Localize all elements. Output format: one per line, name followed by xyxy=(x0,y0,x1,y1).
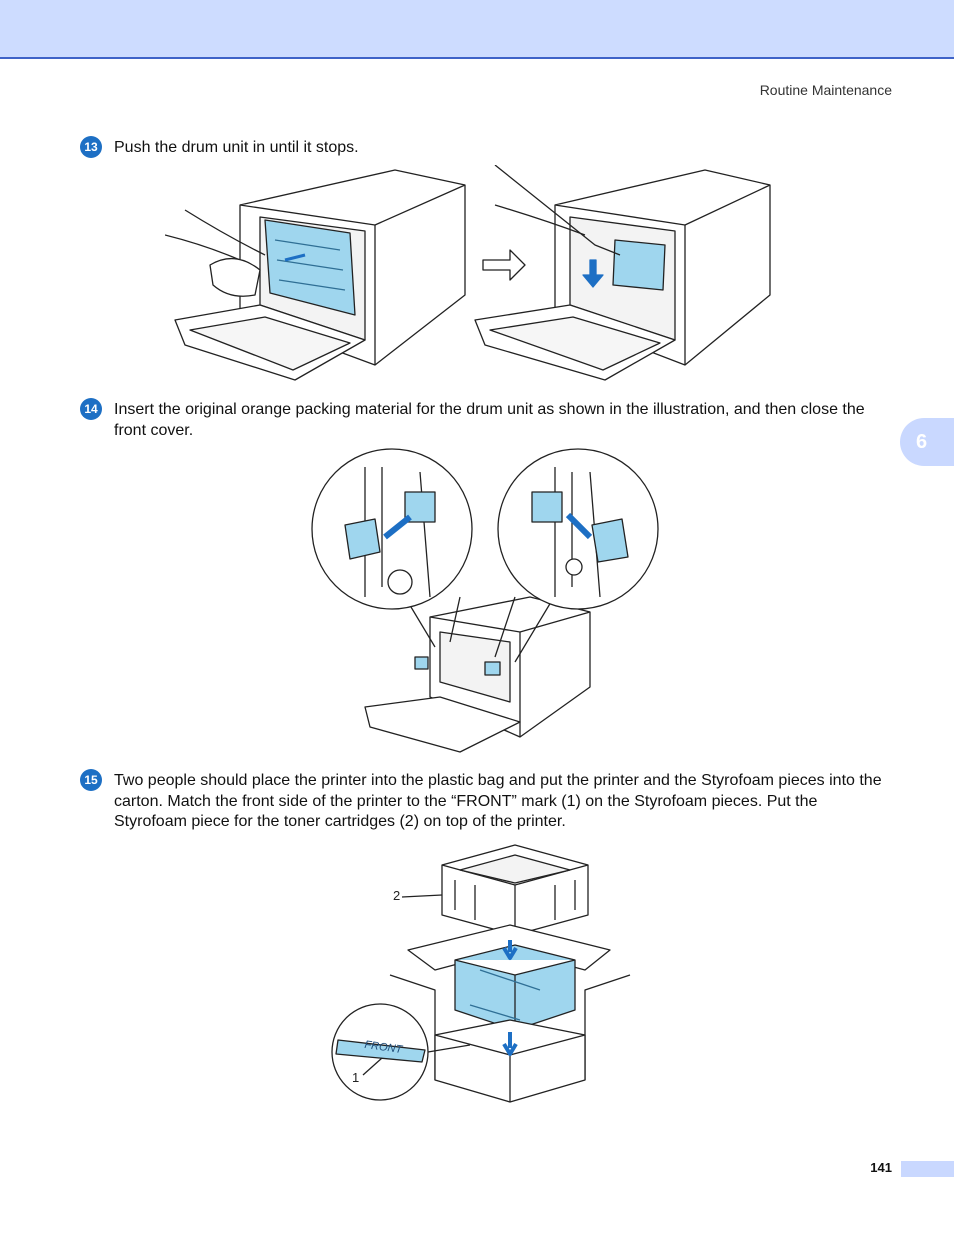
step-number-14: 14 xyxy=(80,398,102,420)
step-number-15: 15 xyxy=(80,769,102,791)
packing-material-illustration xyxy=(311,448,659,753)
running-head: Routine Maintenance xyxy=(759,82,892,98)
chapter-tab-label: 6 xyxy=(916,430,928,453)
chapter-tab[interactable]: 6 xyxy=(900,418,954,466)
drum-unit-push-illustration xyxy=(165,165,771,381)
header-band xyxy=(0,0,954,59)
callout-2: 2 xyxy=(393,888,400,903)
carton-packing-illustration: 2 1 FRONT xyxy=(331,844,631,1103)
step-14-text: Insert the original orange packing mater… xyxy=(114,401,865,439)
page-number: 141 xyxy=(870,1160,892,1175)
step-15-text: Two people should place the printer into… xyxy=(114,772,882,830)
footer-bar xyxy=(901,1161,954,1177)
callout-1: 1 xyxy=(352,1070,359,1085)
step-13-text: Push the drum unit in until it stops. xyxy=(114,139,359,156)
front-mark-label: FRONT xyxy=(364,1039,404,1056)
step-number-13: 13 xyxy=(80,136,102,158)
